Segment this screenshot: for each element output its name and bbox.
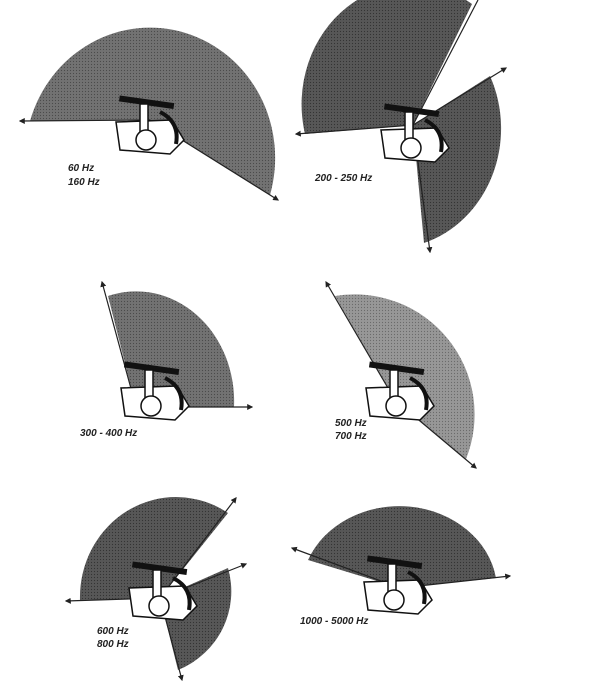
radiation-sector-upper — [301, 0, 472, 134]
frequency-label-line-1: 60 Hz — [68, 163, 94, 174]
musician-figure — [128, 561, 198, 621]
panel-1000-5000-hz: 1000 - 5000 Hz — [290, 506, 512, 627]
direction-arrow-left — [294, 124, 414, 137]
musician-figure — [120, 361, 190, 421]
frequency-label-line-2: 700 Hz — [335, 431, 367, 442]
frequency-label-line-1: 600 Hz — [97, 626, 129, 637]
frequency-label: 300 - 400 Hz — [80, 428, 137, 439]
radiation-sector-upper — [79, 497, 229, 600]
frequency-label-line-1: 500 Hz — [335, 418, 367, 429]
musician-figure — [380, 103, 450, 163]
radiation-sector — [335, 294, 475, 459]
frequency-label-line-2: 160 Hz — [68, 177, 100, 188]
panel-300-400-hz: 300 - 400 Hz — [80, 280, 254, 439]
panel-200-250-hz: 200 - 250 Hz — [294, 0, 508, 254]
panel-60-160-hz: 60 Hz 160 Hz — [18, 27, 280, 201]
radiation-sector — [30, 27, 276, 196]
musician-figure — [115, 95, 185, 155]
radiation-sector-lower — [413, 76, 502, 243]
radiation-sector — [108, 291, 235, 407]
direction-arrow-left — [18, 117, 151, 124]
musician-figure — [363, 555, 433, 615]
frequency-label: 200 - 250 Hz — [314, 173, 372, 184]
panel-600-800-hz: 600 Hz 800 Hz — [64, 497, 248, 682]
radiation-sector — [308, 506, 496, 588]
direction-arrow-up-right — [159, 497, 237, 599]
direction-arrow-up — [325, 280, 396, 401]
direction-arrow-up — [100, 280, 137, 408]
panel-500-700-hz: 500 Hz 700 Hz — [325, 280, 477, 469]
frequency-label-line-2: 800 Hz — [97, 639, 129, 650]
direction-arrow-up — [412, 0, 479, 126]
musician-figure — [365, 361, 435, 421]
frequency-label: 1000 - 5000 Hz — [300, 616, 368, 627]
